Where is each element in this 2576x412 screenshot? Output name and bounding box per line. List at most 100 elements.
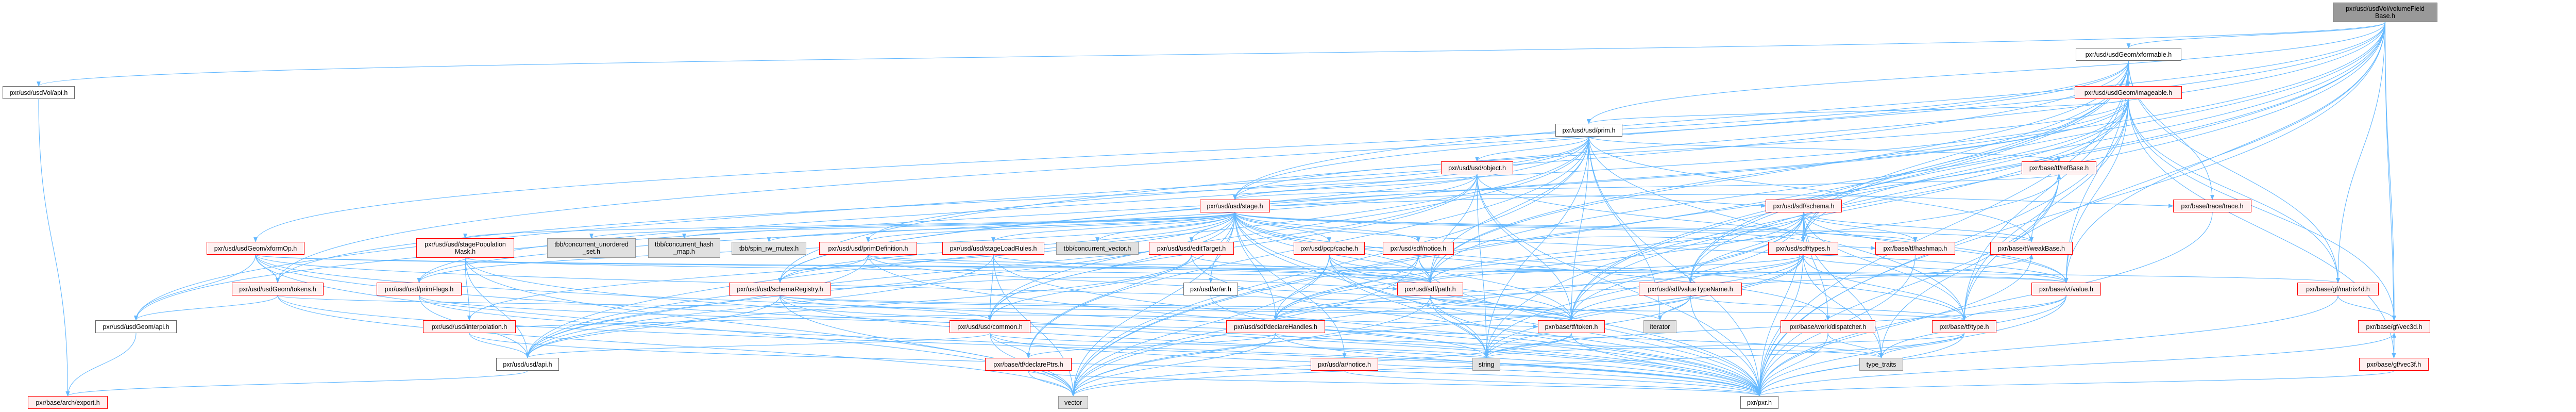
node-usdgeom-xformable-h[interactable]: pxr/usd/usdGeom/xformable.h (2076, 48, 2181, 61)
node-usd-interpolation-h[interactable]: pxr/usd/usd/interpolation.h (423, 320, 516, 333)
edge-editTarget-to-pxr (1191, 254, 1761, 397)
node-sdf-declarehandles-h[interactable]: pxr/usd/sdf/declareHandles.h (1226, 320, 1325, 333)
node-usd-prim-h[interactable]: pxr/usd/usd/prim.h (1555, 124, 1622, 137)
node-usdvol-api-h[interactable]: pxr/usd/usdVol/api.h (3, 86, 75, 99)
edge-vtValue-to-string (1484, 295, 2067, 358)
edge-sdfPath-to-token (1430, 295, 1573, 321)
edge-geomTokens-to-vector (277, 295, 1075, 397)
edge-editTarget-to-usdApi (526, 254, 1192, 358)
node-tf-hashmap-h[interactable]: pxr/base/tf/hashmap.h (1875, 242, 1955, 255)
edge-vec3d-to-pxr (1757, 333, 2395, 397)
edge-prim-to-primFlags (417, 136, 1589, 283)
node-sdf-types-h[interactable]: pxr/usd/sdf/types.h (1768, 242, 1838, 255)
node-usdgeom-imageable-h[interactable]: pxr/usd/usdGeom/imageable.h (2075, 86, 2182, 99)
edge-prim-to-token (1569, 136, 1589, 321)
node-pxr-h[interactable]: pxr/pxr.h (1740, 396, 1778, 409)
edge-vfb-to-sdfTypes (1801, 22, 2386, 242)
edge-stage-to-primDefinition (866, 212, 1235, 242)
node-usd-primflags-h[interactable]: pxr/usd/usd/primFlags.h (377, 283, 462, 295)
node-vt-value-h[interactable]: pxr/base/vt/value.h (2031, 283, 2101, 295)
node-tf-weakbase-h[interactable]: pxr/base/tf/weakBase.h (1990, 242, 2073, 255)
edge-interpolation-to-token (515, 315, 1538, 329)
edge-sdfPath-to-iterator (1430, 295, 1662, 321)
edge-stagePop-to-sdfPath (465, 257, 1432, 283)
edge-xformable-to-matrix4d (2128, 60, 2340, 283)
edge-sdfPath-to-string (1430, 295, 1488, 358)
edge-sdfSchema-to-token (1569, 212, 1804, 321)
node-usd-edittarget-h[interactable]: pxr/usd/usd/editTarget.h (1149, 242, 1234, 255)
node-ar-ar-h[interactable]: pxr/usd/ar/ar.h (1183, 283, 1238, 295)
node-usdgeom-xformop-h[interactable]: pxr/usd/usdGeom/xformOp.h (207, 242, 304, 255)
node-vector: vector (1058, 396, 1088, 409)
edge-valueTypeName-to-tfType (1690, 295, 1967, 321)
edge-sdfSchema-to-declareHandles (1274, 212, 1804, 321)
edge-stagePop-to-usdApi (465, 257, 530, 358)
node-usd-object-h[interactable]: pxr/usd/usd/object.h (1441, 161, 1513, 174)
node-work-dispatcher-h[interactable]: pxr/base/work/dispatcher.h (1781, 320, 1875, 333)
edge-stage-to-tbbMutex (767, 212, 1235, 242)
node-sdf-schema-h[interactable]: pxr/usd/sdf/schema.h (1766, 200, 1842, 212)
edge-interpolation-to-usdApi (469, 333, 530, 358)
edge-sdfSchema-to-weakBase (1803, 212, 2033, 242)
node-gf-vec3d-h[interactable]: pxr/base/gf/vec3d.h (2358, 320, 2430, 333)
edge-sdfSchema-to-dispatcher (1803, 212, 1830, 321)
node-pcp-cache-h[interactable]: pxr/usd/pcp/cache.h (1294, 242, 1365, 255)
edge-imageable-to-tfType (1962, 98, 2129, 321)
edge-vtValue-to-tfType (1962, 295, 2067, 321)
node-usd-stageloadrules-h[interactable]: pxr/usd/usd/stageLoadRules.h (942, 242, 1044, 255)
edge-stageLoadRules-to-vector (993, 254, 1075, 397)
edge-declarePtrs-to-vector (1028, 370, 1075, 397)
node-root-volumefieldbase-h: pxr/usd/usdVol/volumeField Base.h (2333, 3, 2437, 22)
edge-xformOp-to-string (255, 254, 1488, 358)
node-usd-common-h[interactable]: pxr/usd/usd/common.h (950, 320, 1030, 333)
node-sdf-notice-h[interactable]: pxr/usd/sdf/notice.h (1383, 242, 1454, 255)
edge-imageable-to-matrix4d (2128, 98, 2340, 283)
node-gf-vec3f-h[interactable]: pxr/base/gf/vec3f.h (2359, 358, 2429, 371)
edge-vfb-to-vec3f (2384, 22, 2396, 358)
edge-imageable-to-vec3f (2128, 98, 2396, 358)
edge-imageable-to-sdfTypes (1801, 98, 2129, 242)
edge-imageable-to-token (1569, 98, 2129, 321)
node-tf-declareptrs-h[interactable]: pxr/base/tf/declarePtrs.h (985, 358, 1072, 371)
edge-stage-to-usdApi (526, 212, 1235, 358)
edge-tfType-to-typeTraits (1879, 333, 1965, 358)
edge-vfb-to-xformable (2126, 22, 2386, 48)
edge-vec3f-to-vec3d (2392, 333, 2396, 358)
node-usd-stagepopulationmask-h[interactable]: pxr/usd/usd/stagePopulation Mask.h (416, 238, 514, 258)
node-usd-schemaregistry-h[interactable]: pxr/usd/usd/schemaRegistry.h (729, 283, 831, 295)
node-tf-type-h[interactable]: pxr/base/tf/type.h (1932, 320, 1996, 333)
node-usd-stage-h[interactable]: pxr/usd/usd/stage.h (1200, 200, 1270, 212)
edge-stage-to-trace (1269, 194, 2174, 208)
node-sdf-path-h[interactable]: pxr/usd/sdf/path.h (1397, 283, 1463, 295)
edge-primFlags-to-typeTraits (418, 295, 1884, 358)
edge-stage-to-weakBase (1234, 212, 2033, 242)
edge-object-to-stage (1233, 174, 1478, 200)
node-tf-refbase-h[interactable]: pxr/base/tf/refBase.h (2022, 161, 2096, 174)
node-gf-matrix4d-h[interactable]: pxr/base/gf/matrix4d.h (2297, 283, 2379, 295)
node-usd-api-h[interactable]: pxr/usd/usd/api.h (496, 358, 559, 371)
edge-pcpCache-to-sdfPath (1329, 254, 1432, 283)
edge-prim-to-string (1484, 136, 1589, 358)
edge-xformOp-to-token (255, 254, 1573, 321)
edge-object-to-pxr (1477, 174, 1761, 397)
edge-dispatcher-to-typeTraits (1827, 333, 1884, 358)
edge-usdApi-to-export (65, 370, 528, 397)
edge-usdVolApi-to-export (38, 98, 70, 397)
node-usdgeom-tokens-h[interactable]: pxr/usd/usdGeom/tokens.h (232, 283, 324, 295)
edge-weakBase-to-pxr (1757, 254, 2032, 397)
node-arch-export-h[interactable]: pxr/base/arch/export.h (28, 396, 108, 409)
node-tf-token-h[interactable]: pxr/base/tf/token.h (1538, 320, 1605, 333)
edge-imageable-to-stage (1233, 98, 2129, 200)
edge-schemaRegistry-to-tfType (779, 295, 1966, 321)
node-sdf-valuetypename-h[interactable]: pxr/usd/sdf/valueTypeName.h (1639, 283, 1742, 295)
node-trace-trace-h[interactable]: pxr/base/trace/trace.h (2173, 200, 2251, 212)
node-usd-primdefinition-h[interactable]: pxr/usd/usd/primDefinition.h (819, 242, 917, 255)
node-iterator: iterator (1643, 320, 1676, 333)
edge-stage-to-common (988, 212, 1235, 321)
node-ar-notice-h[interactable]: pxr/usd/ar/notice.h (1311, 358, 1378, 371)
edge-xformable-to-vector (1071, 60, 2129, 397)
edge-xformable-to-tfType (1962, 60, 2129, 321)
node-usdgeom-api-h[interactable]: pxr/usd/usdGeom/api.h (95, 320, 177, 333)
edge-xformable-to-trace (2128, 60, 2214, 200)
edge-vfb-to-vector (1071, 22, 2386, 397)
